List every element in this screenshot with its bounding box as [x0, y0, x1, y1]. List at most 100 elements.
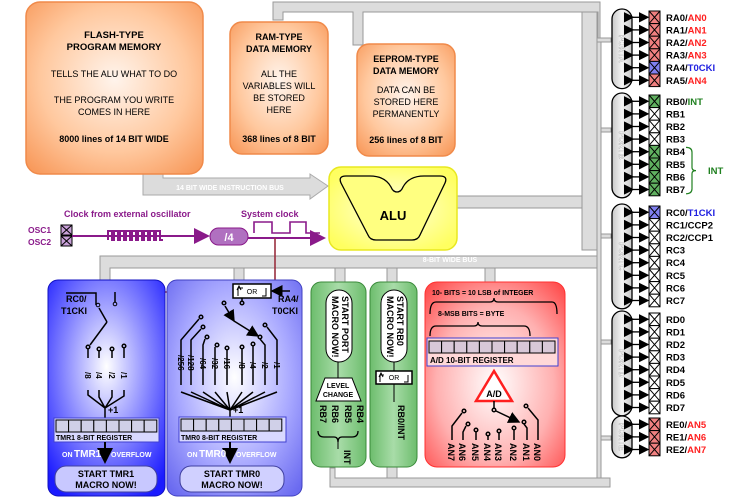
tmr0-input-label-2: T0CKI [272, 306, 298, 316]
external-clock-label: Clock from external oscillator [64, 209, 191, 219]
tmr1-module: RC0/ T1CKI /8 /4 /2 /1 +1 TMR1 8-BIT REG… [47, 279, 166, 497]
port-pin: RC1/CCP2 [623, 218, 713, 232]
osc1-pin [60, 224, 73, 236]
port-int-pin: RB5 [343, 405, 353, 423]
port-pin: RC2/CCP1 [623, 230, 714, 245]
eeprom-subtitle: DATA MEMORY [373, 66, 439, 76]
port-name-label: PORTD [617, 349, 626, 377]
rb0-interrupt-module: START RB0 MACRO NOW! OR RB0/INT [369, 281, 418, 468]
pin-label: RC5 [666, 271, 686, 282]
port-pin: RD1 [623, 325, 686, 339]
tmr0-on-label: ON [187, 452, 198, 459]
port-porta: PORTARA0/AN0RA1/AN1RA2/AN2RA3/AN3RA4/T0C… [611, 8, 715, 90]
adc-register-label: A/D 10-BIT REGISTER [430, 356, 514, 365]
pin-label: RD3 [666, 353, 685, 364]
ram-subtitle: DATA MEMORY [246, 44, 312, 54]
pin-label: RC6 [666, 283, 685, 294]
tmr0-input-label-1: RA4/ [278, 294, 299, 304]
adc-8bit-label: 8-MSB BITS = BYTE [438, 311, 505, 318]
pin-label: RB7 [666, 185, 685, 196]
tmr0-prescaler: /16 [222, 358, 231, 370]
pin-label: RC1/CCP2 [666, 220, 713, 231]
port-int-pin: RB4 [355, 405, 365, 423]
port-pin: RA3/AN3 [623, 48, 707, 62]
ram-size: 368 lines of 8 BIT [242, 134, 316, 144]
port-pin: RC7 [623, 293, 685, 308]
port-pin: RE0/AN5 [623, 417, 707, 432]
port-pin: RC4 [623, 255, 686, 270]
port-int-pin: RB7 [318, 405, 328, 423]
pin-label: RD1 [666, 327, 686, 338]
pin-label: RD7 [666, 403, 685, 414]
port-pin: RE2/AN7 [623, 442, 706, 457]
pin-label: RB2 [666, 122, 685, 133]
rb0-macro-label-1: START RB0 [395, 296, 405, 346]
adc-channel: AN2 [508, 443, 518, 461]
tmr1-prescaler: /8 [83, 372, 92, 379]
tmr1-macro-label-1: START TMR1 [78, 469, 134, 479]
tmr0-prescaler: /2 [260, 362, 269, 369]
adc-channel: AN7 [446, 443, 456, 461]
tmr0-prescaler: /1 [272, 362, 281, 369]
port-int-label: INT [342, 450, 352, 465]
level-change-label-1: LEVEL [327, 383, 350, 390]
pin-label: RB6 [666, 172, 685, 183]
pin-label: RD6 [666, 390, 685, 401]
port-pin: RC0/T1CKI [623, 205, 715, 220]
port-bus-capsule [611, 203, 633, 310]
clock-section: Clock from external oscillator System cl… [28, 209, 326, 293]
tmr0-prescaler: /8 [237, 362, 246, 369]
port-pin: RB7 [623, 182, 685, 197]
pin-label: RC3 [666, 246, 685, 257]
port-pin: RD6 [623, 388, 685, 402]
tmr1-input-label-1: RC0/ [66, 294, 87, 304]
flash-size: 8000 lines of 14 BIT WIDE [59, 134, 169, 144]
osc1-label: OSC1 [28, 225, 51, 235]
adc-channel: AN3 [493, 443, 503, 461]
tmr0-prescaler: /32 [210, 358, 219, 370]
tmr1-macro-label-2: MACRO NOW! [75, 480, 137, 490]
flash-title: FLASH-TYPE [84, 30, 144, 41]
port-pin: RB0/INT [623, 94, 703, 109]
tmr0-register-cells [180, 418, 283, 432]
osc2-pin [60, 235, 73, 247]
pin-label: RA0/AN0 [666, 13, 707, 24]
io-ports: PORTARA0/AN0RA1/AN1RA2/AN2RA3/AN3RA4/T0C… [611, 8, 724, 459]
alu-block: ALU [328, 166, 458, 251]
adc-channel: AN5 [470, 443, 480, 461]
tmr1-on-label: ON [62, 452, 73, 459]
port-pin: RD7 [623, 400, 685, 415]
ram-title: RAM-TYPE [256, 32, 303, 42]
port-pin: RD0 [623, 312, 685, 327]
ram-desc-2: VARIABLES WILL [243, 81, 316, 91]
adc-channel: AN0 [532, 443, 542, 461]
port-pin: RB3 [623, 132, 685, 146]
pin-label: RE1/AN6 [666, 432, 706, 443]
eeprom-title: EEPROM-TYPE [373, 54, 439, 64]
adc-channel: AN4 [482, 443, 492, 461]
tmr0-edge-label: OR [247, 289, 258, 296]
rb0-macro-label-2: MACRO NOW! [385, 296, 395, 358]
adc-triangle-label: A/D [486, 389, 502, 399]
instruction-bus-label: 14 BIT WIDE INSTRUCTION BUS [176, 185, 284, 192]
ram-desc-1: ALL THE [261, 69, 297, 79]
port-name-label: PORTB [617, 131, 626, 159]
rb0-edge-label: OR [389, 375, 400, 382]
port-int-macro-label-1: START PORT [340, 296, 350, 353]
adc-channel: AN6 [457, 443, 467, 461]
flash-desc-3: COMES IN HERE [78, 107, 150, 117]
tmr1-prescaler: /4 [94, 372, 103, 379]
tmr1-prescaler: /1 [119, 372, 128, 379]
tmr0-macro-label-1: START TMR0 [204, 469, 260, 479]
pin-label: RA1/AN1 [666, 25, 707, 36]
tmr0-register-label: TMR0 8-BIT REGISTER [181, 435, 257, 442]
level-change-label-2: CHANGE [323, 392, 354, 399]
pin-label: RC4 [666, 258, 686, 269]
pin-label: RB3 [666, 135, 685, 146]
tmr1-register-cells [55, 419, 158, 433]
port-portc: PORTCRC0/T1CKIRC1/CCP2RC2/CCP1RC3RC4RC5R… [611, 203, 715, 310]
port-bus-capsule [611, 92, 633, 199]
ram-desc-3: BE STORED [253, 93, 305, 103]
port-pin: RC5 [623, 268, 686, 283]
